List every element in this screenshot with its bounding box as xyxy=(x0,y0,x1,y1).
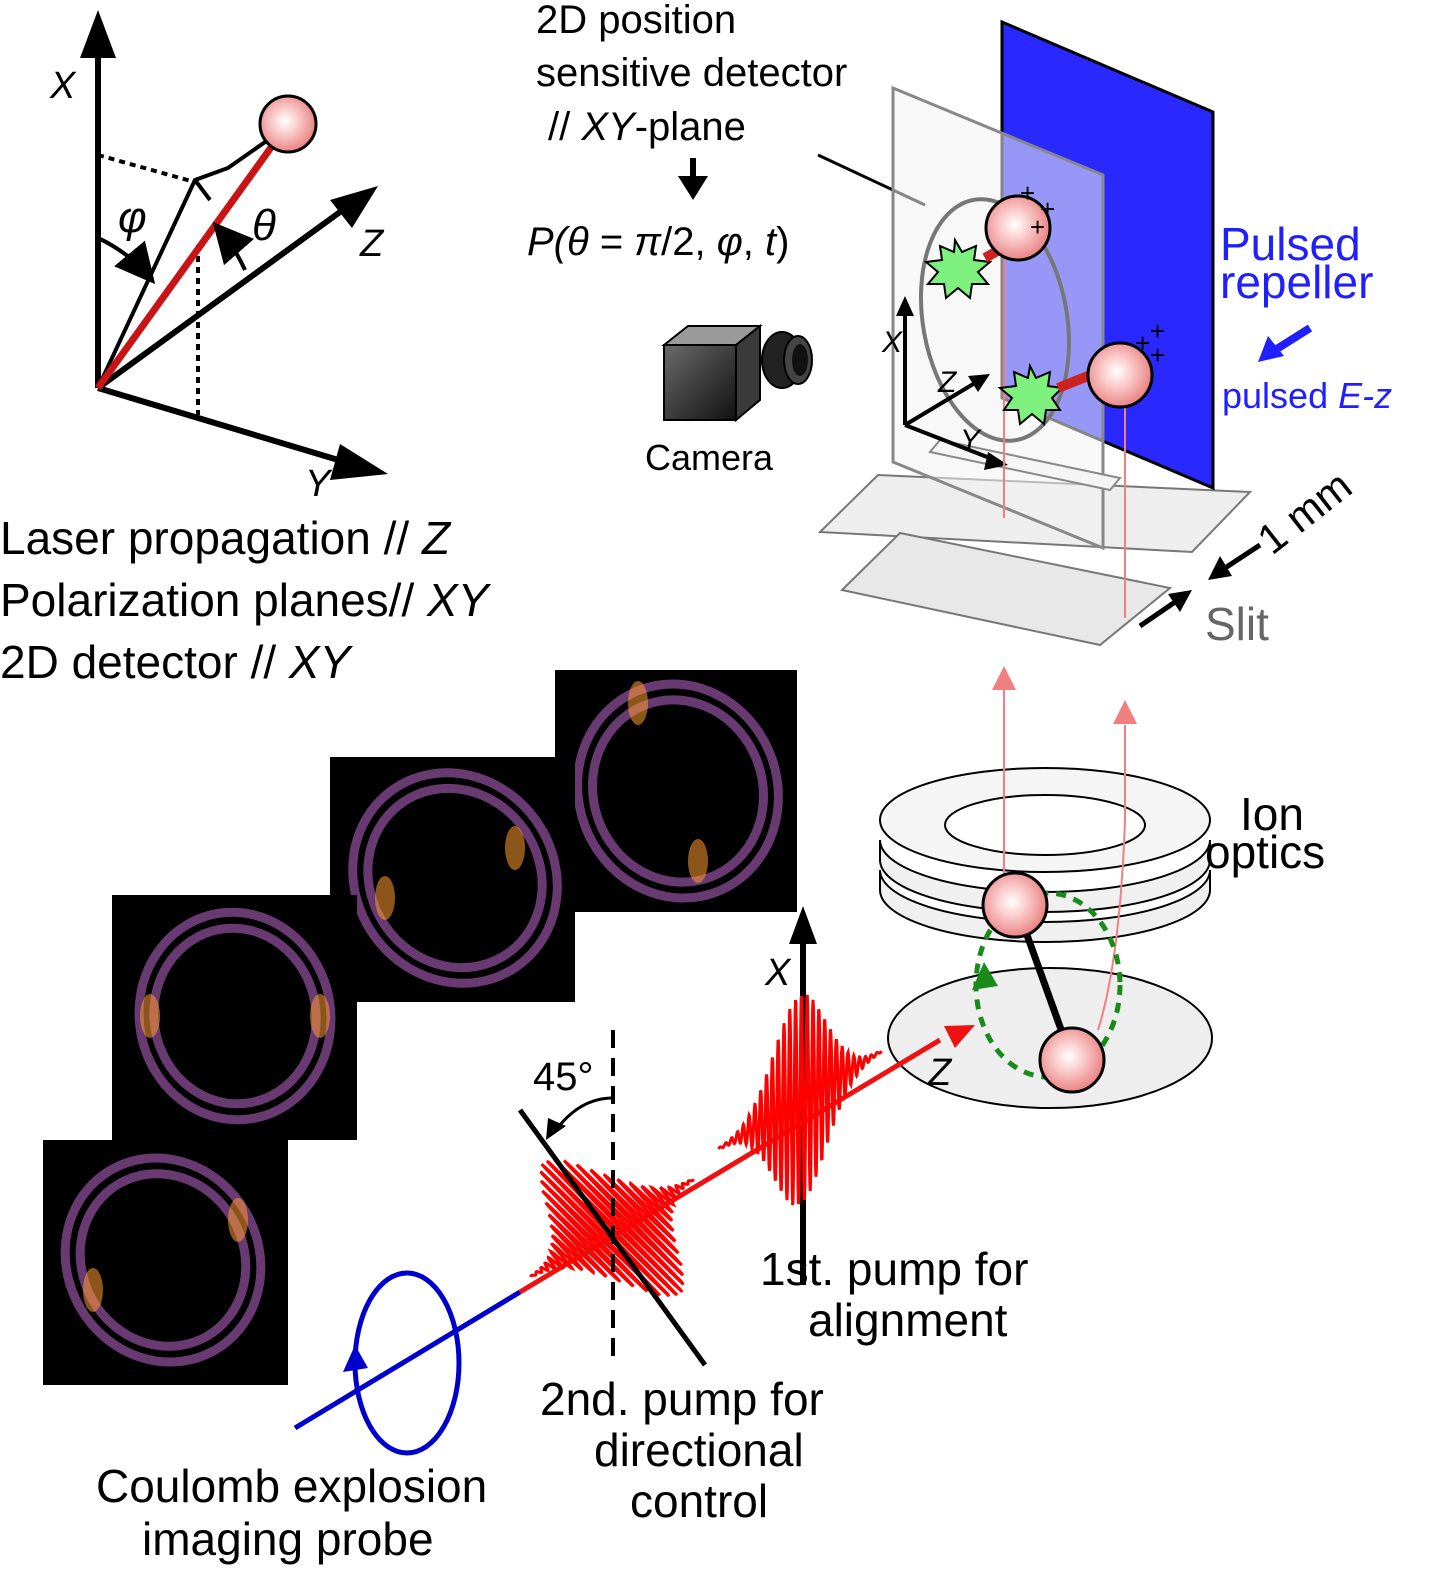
slit-width-label: 1 mm xyxy=(1249,461,1361,563)
laser-pulses: X Z 45° 1st. pump for alignment 2nd. pum… xyxy=(96,906,1028,1565)
axes-panel: X Y Z φ θ xyxy=(49,10,388,505)
slit-label: Slit xyxy=(1205,598,1269,650)
second-pump-label-line-3: control xyxy=(630,1475,768,1527)
phi-label: φ xyxy=(118,193,147,242)
pump1-waveform xyxy=(717,994,883,1206)
detector-title-line-2: sensitive detector xyxy=(536,51,847,95)
detector-image-4 xyxy=(43,1140,288,1385)
detector-axis-y: Y xyxy=(960,424,982,457)
lab-axis-z-label: Z xyxy=(927,1052,953,1094)
detector-axis-x: X xyxy=(881,326,903,359)
axis-z-label: Z xyxy=(359,223,385,265)
probe-label-line-2: imaging probe xyxy=(142,1513,434,1565)
charge-plus-6: + xyxy=(1150,340,1165,370)
first-pump-label-line-2: alignment xyxy=(808,1294,1008,1346)
probe-label-line-1: Coulomb explosion xyxy=(96,1460,487,1512)
fragment-burst-icon xyxy=(923,236,993,300)
detector-title-line-1: 2D position xyxy=(536,0,736,42)
legend-lines: Laser propagation // Z Polarization plan… xyxy=(0,512,492,688)
charge-plus-5: + xyxy=(1150,316,1165,346)
detector-plane xyxy=(891,85,1105,551)
detector-axis-z: Z xyxy=(937,366,958,399)
first-pump-pulse xyxy=(717,994,883,1206)
second-pump-label-line-1: 2nd. pump for xyxy=(540,1373,824,1425)
detector-formula: P(θ = π/2, φ, t) xyxy=(527,220,789,264)
detector-assembly: X Y Z + + + + + + Pulsed repeller pulsed… xyxy=(817,19,1392,650)
repeller-label-line-2: repeller xyxy=(1220,256,1373,308)
repeller-field-label: pulsed E-z xyxy=(1222,375,1392,416)
detector-image-1 xyxy=(555,670,797,912)
detector-title-line-3: // XY-plane xyxy=(548,105,746,149)
axis-x-label: X xyxy=(49,65,77,107)
fragment-burst-icon-2 xyxy=(997,362,1065,426)
detector-image-3 xyxy=(112,895,357,1140)
detector-image-stack xyxy=(43,670,797,1385)
theta-label: θ xyxy=(252,201,276,250)
charge-plus-1: + xyxy=(1020,178,1035,208)
charge-plus-2: + xyxy=(1040,194,1055,224)
legend-line-3: 2D detector // XY xyxy=(0,636,354,688)
detector-image-2 xyxy=(330,757,575,1002)
lab-axis-x-label: X xyxy=(764,952,792,994)
second-pump-label-line-2: directional xyxy=(594,1424,804,1476)
angle-label: 45° xyxy=(533,1055,594,1099)
ion-optics: Ion optics xyxy=(879,666,1325,1109)
detector-title: 2D position sensitive detector // XY-pla… xyxy=(527,0,926,264)
legend-line-1: Laser propagation // Z xyxy=(0,512,452,564)
charge-plus-4: + xyxy=(1135,328,1150,358)
ion-optics-label-line-1: Ion xyxy=(1240,788,1304,840)
repeller-label-line-1: Pulsed xyxy=(1220,218,1361,270)
ion-optics-label-line-2: optics xyxy=(1205,826,1325,878)
first-pump-label-line-1: 1st. pump for xyxy=(760,1243,1028,1295)
camera-label: Camera xyxy=(645,437,774,478)
charge-plus-3: + xyxy=(1030,212,1045,242)
camera-icon: Camera xyxy=(645,323,813,478)
axis-y-label: Y xyxy=(305,463,333,505)
legend-line-2: Polarization planes// XY xyxy=(0,574,492,626)
